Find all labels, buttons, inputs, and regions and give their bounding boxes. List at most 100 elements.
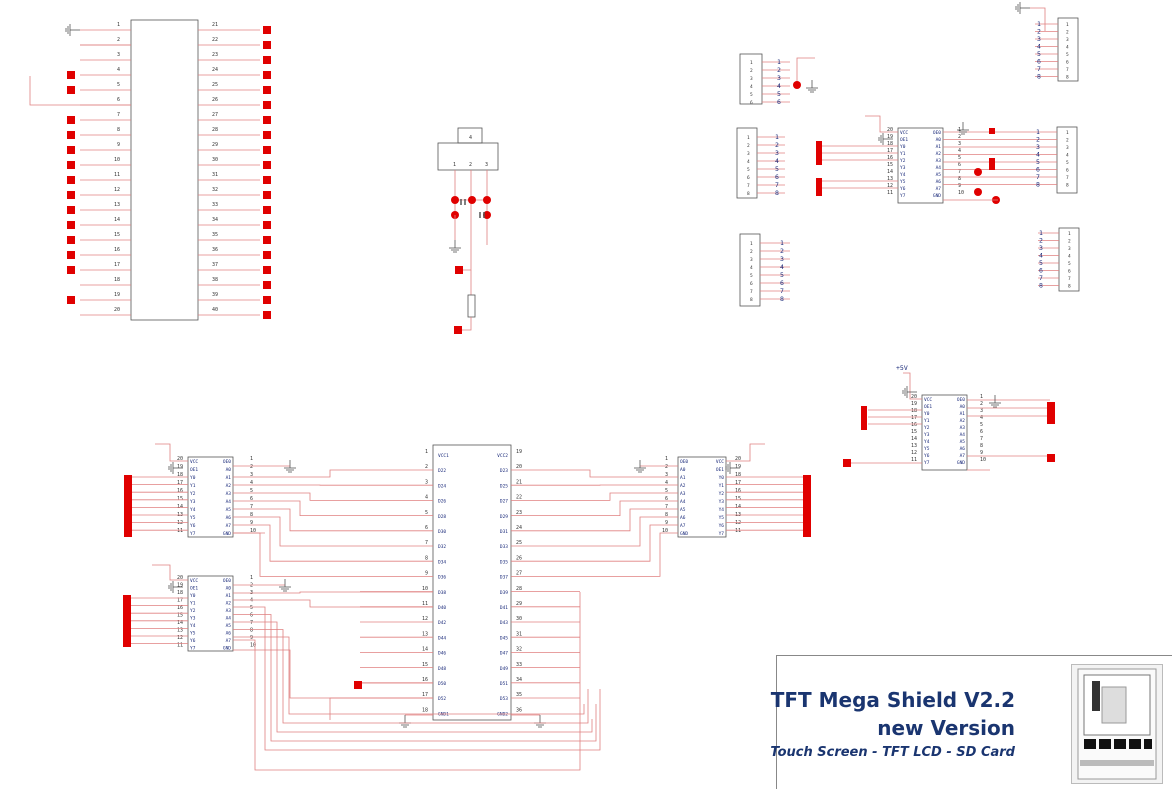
pin-name: OE0 (933, 130, 941, 136)
wire (865, 116, 898, 132)
pin-number: 7 (117, 112, 120, 118)
pin-number: 14 (911, 436, 917, 442)
pin-number: 5 (250, 605, 253, 611)
pin-name: D38 (438, 590, 446, 596)
pin-number: 26 (212, 97, 218, 103)
pin-number: 7 (425, 540, 428, 546)
pin-name: Y1 (190, 601, 196, 607)
pad (67, 251, 75, 259)
pin-number: 1 (780, 239, 784, 247)
board-photo (1071, 664, 1163, 784)
pin-name: D33 (500, 544, 508, 550)
pad (263, 101, 271, 109)
pin-number: 20 (911, 394, 917, 400)
pin-number: 25 (212, 82, 218, 88)
pin-number: 2 (780, 247, 784, 255)
pin-number: 36 (212, 247, 218, 253)
pin-number: 8 (775, 189, 779, 197)
pin-number: 19 (735, 464, 741, 470)
pin-number: 5 (775, 165, 779, 173)
pin-number: 9 (958, 183, 961, 189)
pin-number: 1 (453, 162, 456, 168)
pin-number: 1 (425, 449, 428, 455)
pin-number: 5 (750, 92, 753, 98)
pin-number: 12 (114, 187, 120, 193)
pin-number: 6 (117, 97, 120, 103)
pin-number: 6 (750, 100, 753, 106)
pin-number: 34 (212, 217, 218, 223)
pin-number: 6 (1068, 269, 1071, 275)
pin-number: 7 (980, 436, 983, 442)
wire (233, 615, 596, 742)
pin-number: 27 (212, 112, 218, 118)
pin-name: D27 (500, 499, 508, 505)
pin-name: D42 (438, 620, 446, 626)
pin-name: A5 (936, 172, 942, 178)
pin-name: D44 (438, 635, 446, 641)
pin-number: 10 (422, 586, 428, 592)
pin-name: VCC (716, 459, 724, 465)
pad (263, 131, 271, 139)
pad (354, 681, 362, 689)
pin-name: Y3 (719, 499, 725, 505)
pin-name: OE0 (680, 459, 688, 465)
pin-number: 6 (780, 279, 784, 287)
pin-number: 6 (775, 173, 779, 181)
pin-number: 8 (780, 295, 784, 303)
pin-name: A2 (226, 601, 232, 607)
pin-number: 7 (747, 183, 750, 189)
pin-name: D29 (500, 514, 508, 520)
pin-name: A5 (226, 623, 232, 629)
pin-name: Y0 (924, 411, 930, 417)
pin-number: 1 (980, 394, 983, 400)
bus-pad (816, 178, 822, 196)
pin-name: Y1 (719, 483, 725, 489)
pin-name: OE0 (223, 459, 231, 465)
pin-number: 8 (747, 191, 750, 197)
pad (263, 41, 271, 49)
pad (263, 251, 271, 259)
pin-name: D34 (438, 559, 446, 565)
pad (263, 56, 271, 64)
pin-number: 3 (958, 141, 961, 147)
pin-number: 19 (516, 449, 522, 455)
pin-name: OE1 (924, 404, 932, 410)
pin-number: 10 (114, 157, 120, 163)
pad (1047, 454, 1055, 462)
pin-name: Y2 (900, 158, 906, 164)
pin-name: Y3 (924, 432, 930, 438)
pin-name: VCC (924, 397, 932, 403)
pin-name: Y5 (719, 515, 725, 521)
pin-name: A1 (226, 593, 232, 599)
pin-number: 1 (750, 241, 753, 247)
pad (263, 146, 271, 154)
pin-name: D41 (500, 605, 508, 611)
pin-number: 17 (735, 480, 741, 486)
pin-number: 32 (516, 647, 522, 653)
pad (263, 266, 271, 274)
pin-number: 16 (114, 247, 120, 253)
pad (67, 221, 75, 229)
pin-number: 3 (485, 162, 488, 168)
pad (67, 266, 75, 274)
pin-name: D49 (500, 666, 508, 672)
wire (330, 698, 433, 720)
pin-name: A6 (936, 179, 942, 185)
pin-number: 5 (780, 271, 784, 279)
pad (263, 116, 271, 124)
pin-number: 1 (117, 22, 120, 28)
pin-number: 7 (1066, 67, 1069, 73)
pin-name: D45 (500, 635, 508, 641)
pin-number: 2 (250, 464, 253, 470)
pin-number: 6 (958, 162, 961, 168)
pin-name: D35 (500, 559, 508, 565)
pin-number: 1 (250, 456, 253, 462)
pin-number: 23 (212, 52, 218, 58)
pad (455, 266, 463, 274)
pin-number: 20 (114, 307, 120, 313)
title-block: TFT Mega Shield V2.2 new Version Touch S… (776, 655, 1172, 789)
pin-number: 9 (425, 571, 428, 577)
pin-name: OE1 (190, 586, 198, 592)
pin-number: 9 (117, 142, 120, 148)
power-label: +5V (896, 364, 908, 372)
